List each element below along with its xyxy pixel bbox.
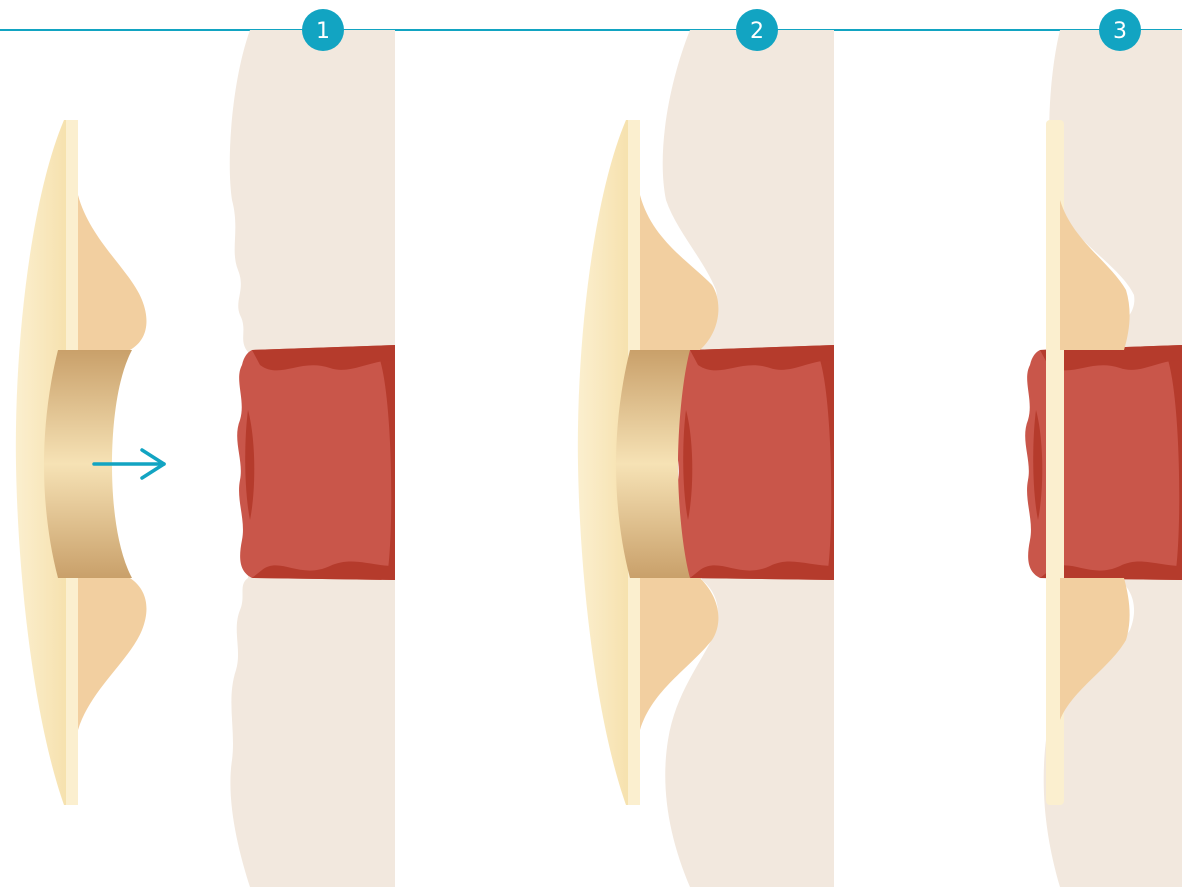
panel-step-1 (16, 30, 395, 887)
step-number: 3 (1113, 19, 1127, 44)
stoma (675, 345, 834, 580)
hydrocolloid-upper (78, 120, 146, 350)
step-badge-1: 1 (302, 9, 344, 51)
step-badge-3: 3 (1099, 9, 1141, 51)
stoma (237, 345, 395, 580)
step-number: 2 (750, 19, 764, 44)
step-badge-2: 2 (736, 9, 778, 51)
hydrocolloid-lower (78, 578, 146, 805)
step-number: 1 (316, 19, 330, 44)
panel-step-2 (578, 30, 834, 887)
panel-step-3 (1025, 30, 1182, 887)
